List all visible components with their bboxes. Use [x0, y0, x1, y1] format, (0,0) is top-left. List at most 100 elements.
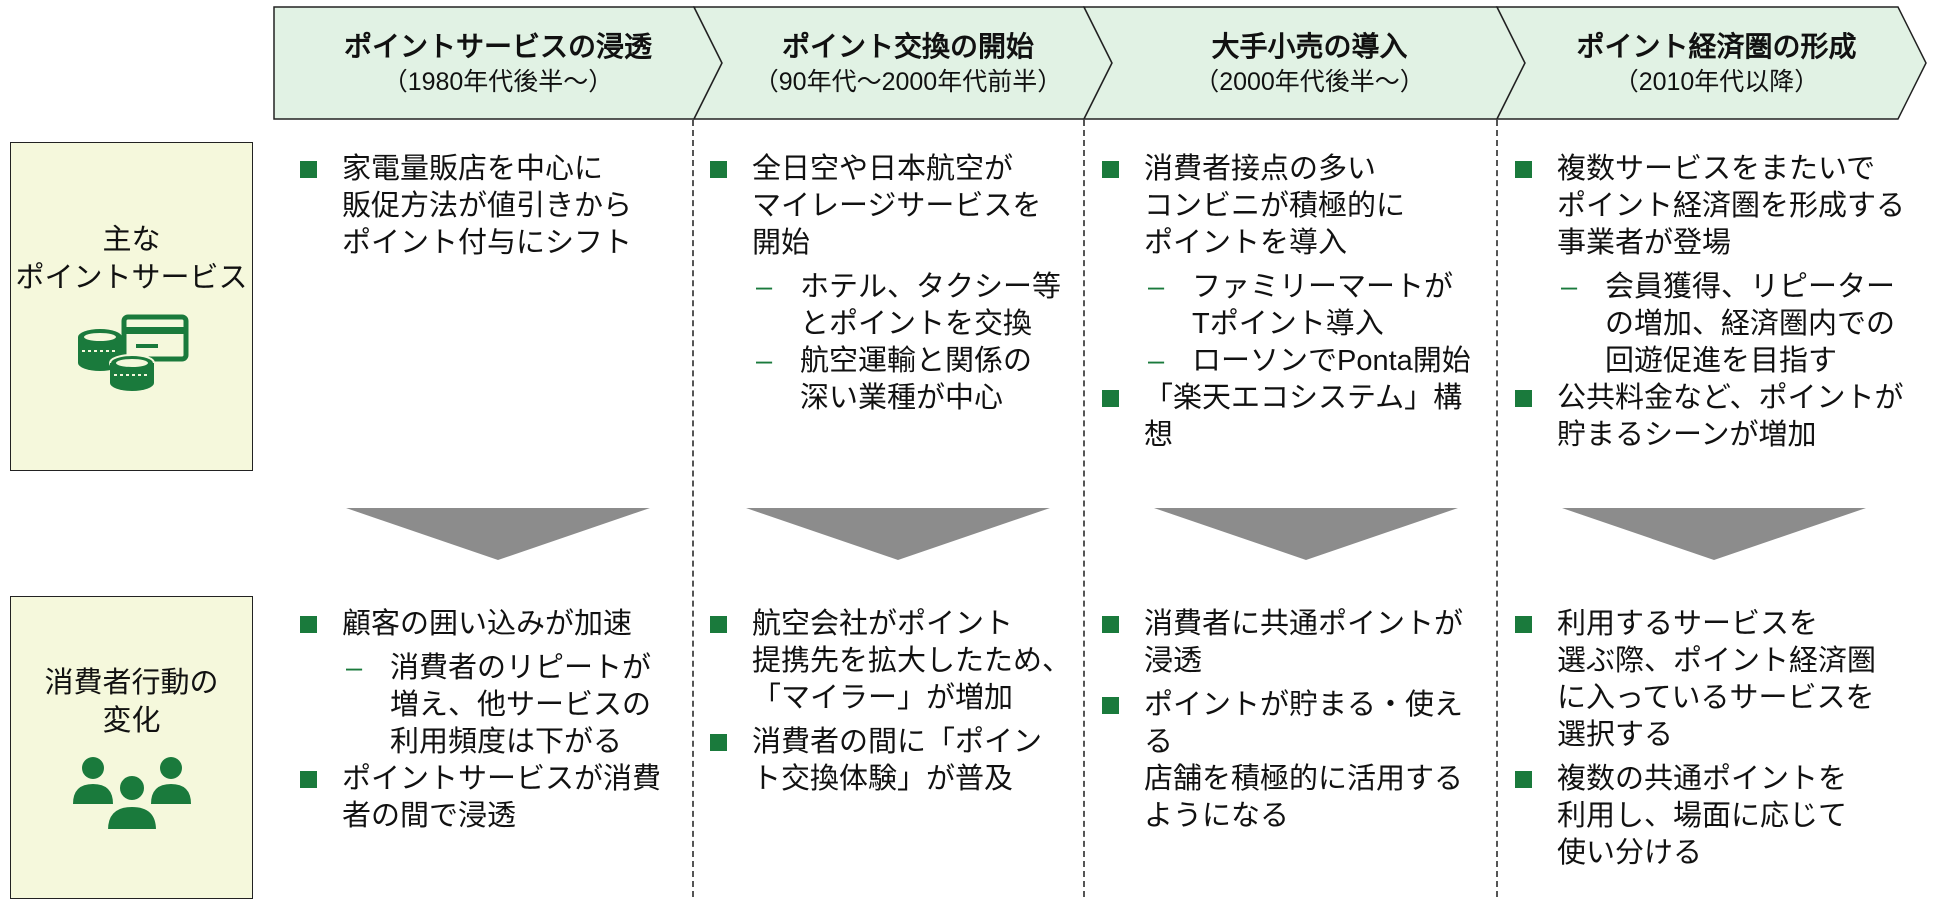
sub-bullet-item: –消費者のリピートが増え、他サービスの利用頻度は下がる [342, 650, 683, 761]
bullet-text-line: 利用するサービスを [1557, 608, 1819, 640]
dash-marker: – [1148, 345, 1165, 377]
sub-bullet-text-line: 利用頻度は下がる [390, 726, 623, 758]
coins-card-icon [77, 314, 188, 392]
behavior-cell-phase-4: 利用するサービスを選ぶ際、ポイント経済圏に入っているサービスを選択する複数の共通… [1513, 606, 1928, 879]
bullet-text-line: 浸透 [1144, 645, 1203, 677]
bullet-item: 消費者に共通ポイントが浸透 [1100, 606, 1490, 680]
bullet-square [710, 161, 727, 178]
row-label-line: 消費者行動の [44, 666, 219, 699]
behavior-cell-phase-1: 顧客の囲い込みが加速–消費者のリピートが増え、他サービスの利用頻度は下がるポイン… [298, 606, 683, 842]
bullet-text-line: ポイント経済圏を形成する [1557, 190, 1906, 222]
bullet-text-line: コンビニが積極的に [1144, 190, 1406, 222]
bullet-item: 消費者の間に「ポイント交換体験」が普及 [708, 724, 1078, 798]
bullet-square [1102, 697, 1119, 714]
dash-marker: – [756, 271, 773, 303]
bullet-item: 公共料金など、ポイントが貯まるシーンが増加 [1513, 380, 1928, 454]
bullet-text-line: 消費者の間に「ポイン [752, 726, 1043, 758]
bullet-text-line: 航空会社がポイント [752, 608, 1014, 640]
bullet-text-line: 店舗を積極的に活用する [1144, 763, 1464, 795]
sub-bullet-item: –ホテル、タクシー等とポイントを交換 [752, 269, 1078, 343]
row-label-line: ポイントサービス [15, 261, 248, 294]
sub-bullet-text-line: の増加、経済圏内での [1605, 308, 1896, 340]
phase-period: （1980年代後半～） [382, 67, 614, 96]
dash-marker: – [346, 652, 363, 684]
bullet-text-line: 貯まるシーンが増加 [1557, 419, 1817, 451]
bullet-square [300, 161, 317, 178]
bullet-square [300, 616, 317, 633]
bullet-square [1515, 390, 1532, 407]
bullet-text-line: 選択する [1557, 719, 1674, 751]
sub-bullet-item: –ローソンでPonta開始 [1144, 343, 1490, 380]
phase-timeline-band [273, 6, 1927, 120]
phase-name: ポイント交換の開始 [781, 31, 1034, 63]
bullet-text-line: 開始 [752, 227, 811, 259]
bullet-square [1515, 616, 1532, 633]
bullet-text-line: 「マイラー」が増加 [752, 682, 1014, 714]
bullet-item: 消費者接点の多いコンビニが積極的にポイントを導入 [1100, 151, 1490, 262]
phase-3-title: 大手小売の導入 （2000年代後半～） [1108, 8, 1511, 120]
dash-marker: – [1148, 271, 1165, 303]
bullet-text-line: ポイントを導入 [1144, 227, 1348, 259]
phase-name: ポイント経済圏の形成 [1576, 31, 1857, 63]
sub-bullet-text-line: 深い業種が中心 [800, 382, 1004, 414]
column-divider [692, 120, 694, 897]
bullet-item: 複数の共通ポイントを利用し、場面に応じて使い分ける [1513, 761, 1928, 872]
bullet-text-line: 事業者が登場 [1557, 227, 1732, 259]
bullet-square [1515, 771, 1532, 788]
bullet-text-line: に入っているサービスを [1557, 682, 1875, 714]
bullet-square [1102, 616, 1119, 633]
bullet-text-line: 選ぶ際、ポイント経済圏 [1557, 645, 1877, 677]
bullet-text-line: ポイントが貯まる・使える [1144, 689, 1464, 758]
bullet-text-line: ト交換体験」が普及 [752, 763, 1014, 795]
bullet-square [1102, 390, 1119, 407]
sub-bullet-item: –会員獲得、リピーターの増加、経済圏内での回遊促進を目指す [1557, 269, 1928, 380]
sub-bullet-text-line: 消費者のリピートが [390, 652, 652, 684]
down-arrow [746, 508, 1050, 560]
down-arrow [1154, 508, 1458, 560]
bullet-text-line: 家電量販店を中心に [342, 153, 604, 185]
row-label-consumer-behavior: 消費者行動の 変化 [10, 596, 253, 899]
phase-chevron-4 [1495, 6, 1927, 120]
bullet-item: 「楽天エコシステム」構想 [1100, 380, 1490, 454]
bullet-text-line: 使い分ける [1557, 837, 1703, 869]
sub-bullet-text-line: 増え、他サービスの [390, 689, 652, 721]
phase-period: （90年代～2000年代前半） [753, 67, 1063, 96]
sub-bullet-text-line: ホテル、タクシー等 [800, 271, 1062, 303]
behavior-cell-phase-3: 消費者に共通ポイントが浸透ポイントが貯まる・使える店舗を積極的に活用するようにな… [1100, 606, 1490, 842]
column-divider [1496, 120, 1498, 897]
row-label-line: 主な [102, 223, 161, 256]
people-group-icon [72, 757, 191, 831]
phase-1-title: ポイントサービスの浸透 （1980年代後半～） [274, 8, 722, 120]
bullet-item: ポイントが貯まる・使える店舗を積極的に活用するようになる [1100, 687, 1490, 835]
behavior-cell-phase-2: 航空会社がポイント提携先を拡大したため、「マイラー」が増加消費者の間に「ポイント… [708, 606, 1078, 805]
bullet-text-line: 販促方法が値引きから [342, 190, 633, 222]
bullet-square [710, 734, 727, 751]
sub-bullet-text-line: 航空運輸と関係の [800, 345, 1033, 377]
services-cell-phase-2: 全日空や日本航空がマイレージサービスを開始–ホテル、タクシー等とポイントを交換–… [708, 151, 1078, 417]
bullet-item: ポイントサービスが消費者の間で浸透 [298, 761, 683, 835]
bullet-text-line: ポイント付与にシフト [342, 227, 633, 259]
bullet-text-line: マイレージサービスを [752, 190, 1042, 222]
bullet-text-line: 公共料金など、ポイントが [1557, 382, 1904, 414]
bullet-text-line: 全日空や日本航空が [752, 153, 1014, 185]
bullet-text-line: 「楽天エコシステム」構想 [1144, 382, 1463, 451]
bullet-item: 複数サービスをまたいでポイント経済圏を形成する事業者が登場 [1513, 151, 1928, 262]
sub-bullet-text-line: 回遊促進を目指す [1605, 345, 1838, 377]
bullet-text-line: 複数サービスをまたいで [1557, 153, 1876, 185]
sub-bullet-text-line: 会員獲得、リピーター [1605, 271, 1896, 303]
bullet-square [1102, 161, 1119, 178]
bullet-item: 航空会社がポイント提携先を拡大したため、「マイラー」が増加 [708, 606, 1078, 717]
bullet-text-line: 消費者接点の多い [1144, 153, 1377, 185]
sub-bullet-item: –航空運輸と関係の深い業種が中心 [752, 343, 1078, 417]
services-cell-phase-1: 家電量販店を中心に販促方法が値引きからポイント付与にシフト [298, 151, 683, 269]
bullet-square [710, 616, 727, 633]
phase-2-title: ポイント交換の開始 （90年代～2000年代前半） [718, 8, 1098, 120]
phase-name: 大手小売の導入 [1211, 31, 1408, 63]
bullet-item: 全日空や日本航空がマイレージサービスを開始 [708, 151, 1078, 262]
phase-period: （2000年代後半～） [1194, 67, 1425, 96]
bullet-square [300, 771, 317, 788]
row-label-line: 変化 [102, 704, 161, 737]
phase-period: （2010年代以降） [1613, 67, 1820, 96]
